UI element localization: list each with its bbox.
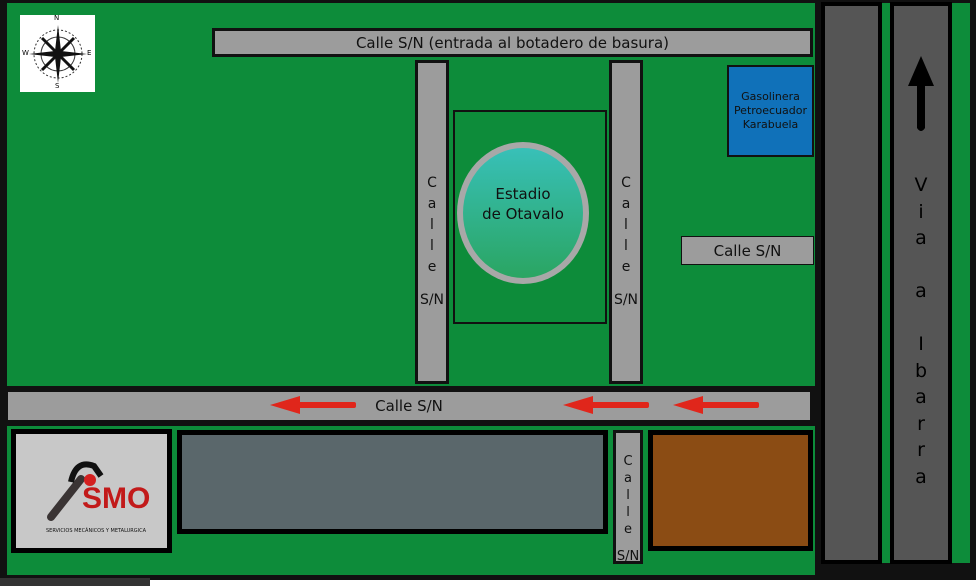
road-letter: a bbox=[427, 196, 437, 212]
road-letter: l bbox=[624, 217, 628, 233]
highway-letter: a bbox=[915, 465, 927, 488]
road-letter: a bbox=[624, 471, 632, 486]
highway-letter: i bbox=[918, 200, 924, 223]
gas-station: Gasolinera Petroecuador Karabuela bbox=[727, 65, 814, 157]
compass-n: N bbox=[54, 14, 60, 22]
top-road: Calle S/N (entrada al botadero de basura… bbox=[212, 28, 813, 57]
highway-letter: a bbox=[915, 280, 927, 302]
grass-area bbox=[7, 3, 815, 386]
highway-letter: a bbox=[915, 386, 927, 408]
road-letter: l bbox=[430, 217, 434, 233]
road-code: S/N bbox=[613, 292, 639, 308]
highway-letter bbox=[918, 252, 924, 279]
brown-lot bbox=[648, 430, 813, 551]
compass-e: E bbox=[87, 49, 92, 57]
edge bbox=[0, 578, 150, 586]
road-letter: e bbox=[621, 259, 631, 275]
compass-icon bbox=[29, 25, 87, 83]
small-vertical-road: C a l l e S/N bbox=[613, 430, 643, 564]
wrench-icon bbox=[47, 461, 104, 521]
smo-tagline: SERVICIOS MECÁNICOS Y METALURGICA bbox=[46, 528, 147, 534]
direction-arrow bbox=[673, 396, 759, 414]
gas-line-3: Karabuela bbox=[742, 118, 799, 131]
highway-letter: I bbox=[918, 333, 924, 355]
grass-right bbox=[952, 3, 970, 563]
road-letter: C bbox=[621, 175, 631, 191]
gray-lot bbox=[177, 430, 608, 534]
stadium-name-1: Estadio bbox=[495, 185, 551, 203]
left-vertical-road: C a l l e S/N bbox=[415, 60, 449, 384]
highway-letter: V bbox=[914, 174, 928, 196]
stadium-name-2: de Otavalo bbox=[482, 205, 564, 223]
stadium-block bbox=[453, 110, 607, 324]
smo-brand: SMO bbox=[82, 482, 151, 515]
road-letter: e bbox=[624, 522, 632, 537]
road-code: S/N bbox=[419, 292, 445, 308]
highway-lane-right: V i a a I b a r r a bbox=[890, 2, 952, 564]
gas-line-1: Gasolinera bbox=[741, 90, 800, 103]
grass-strip bbox=[882, 3, 890, 563]
highway-lane-left bbox=[821, 2, 882, 564]
highway-letter: r bbox=[917, 439, 925, 461]
direction-arrow bbox=[270, 396, 356, 414]
direction-arrow bbox=[563, 396, 649, 414]
compass-rose: N S E W bbox=[20, 14, 95, 92]
highway-letter: r bbox=[917, 412, 925, 435]
compass-w: W bbox=[22, 49, 29, 57]
highway-label: V i a a I b a r r a bbox=[915, 172, 928, 490]
road-letter: l bbox=[626, 505, 630, 520]
road-letter: l bbox=[626, 488, 630, 503]
highway-letter: a bbox=[915, 227, 927, 249]
road-letter: a bbox=[621, 196, 631, 212]
right-vertical-road: C a l l e S/N bbox=[609, 60, 643, 384]
road-code: S/N bbox=[616, 549, 640, 564]
highway-letter: b bbox=[914, 359, 928, 382]
road-letter: C bbox=[427, 175, 437, 191]
road-letter: l bbox=[430, 238, 434, 254]
arrow-up-icon bbox=[908, 56, 934, 131]
side-road: Calle S/N bbox=[681, 236, 814, 265]
road-letter: C bbox=[623, 454, 633, 469]
smo-lot: SMO SERVICIOS MECÁNICOS Y METALURGICA bbox=[11, 429, 172, 553]
highway-letter bbox=[918, 305, 924, 332]
road-letter: e bbox=[427, 259, 437, 275]
compass-s: S bbox=[55, 82, 60, 90]
gas-line-2: Petroecuador bbox=[733, 104, 808, 117]
road-letter: l bbox=[624, 238, 628, 254]
stadium: Estadio de Otavalo bbox=[457, 142, 589, 284]
